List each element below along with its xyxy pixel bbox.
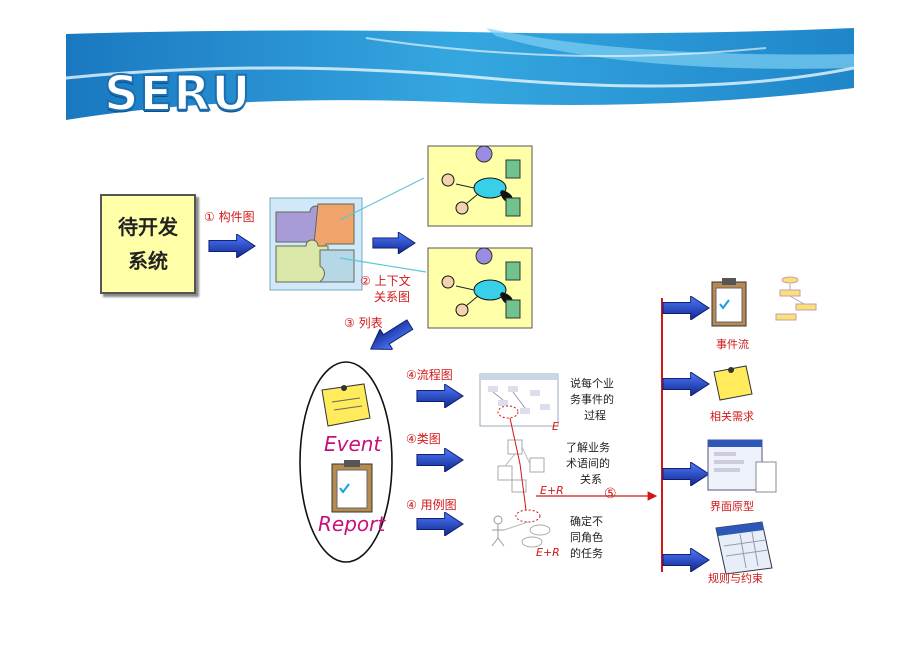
output-event-flow: 事件流 — [716, 338, 749, 351]
blue-arrow-icon — [208, 234, 256, 258]
system-box-line2: 系统 — [128, 249, 168, 273]
usecase-description: 确定不 同角色 的任务 — [570, 515, 603, 560]
output-ui-proto: 界面原型 — [710, 500, 754, 513]
seru-logo: SERU — [103, 65, 252, 123]
output-rules: 规则与约束 — [708, 572, 763, 585]
tag-e: E — [552, 420, 559, 433]
step5-label: ⑤ — [604, 486, 617, 502]
flow-description: 说每个业 务事件的 过程 — [570, 377, 614, 422]
sticky-note-icon — [713, 365, 753, 401]
step4c-label: ④ 用例图 — [406, 498, 457, 512]
clipboard-icon — [711, 278, 747, 327]
tag-er-2: E+R — [536, 546, 560, 559]
tag-er-1: E+R — [540, 484, 564, 497]
blue-arrow-icon — [662, 548, 710, 572]
blue-arrow-icon — [372, 232, 416, 254]
context-diagram-icon — [427, 247, 533, 329]
class-description: 了解业务 术语间的 关系 — [566, 441, 610, 486]
calendar-icon — [715, 521, 773, 575]
blue-arrow-icon — [416, 512, 464, 536]
step4a-label: ④流程图 — [406, 368, 453, 382]
blue-arrow-icon — [416, 448, 464, 472]
output-related-req: 相关需求 — [710, 410, 754, 423]
step2-label-line1: ② 上下文 — [360, 274, 411, 288]
context-diagram-icon — [427, 145, 533, 227]
blue-arrow-icon — [416, 384, 464, 408]
event-label: Event — [324, 432, 382, 456]
system-box-line1: 待开发 — [118, 215, 178, 239]
usecase-diagram-icon — [491, 509, 551, 548]
window-icon — [707, 439, 777, 493]
header-banner — [66, 28, 854, 120]
system-to-develop-box: 待开发 系统 — [100, 194, 196, 294]
sticky-note-icon — [321, 383, 371, 427]
blue-arrow-icon — [662, 462, 710, 486]
clipboard-icon — [331, 460, 373, 513]
puzzle-icon — [269, 197, 363, 291]
class-diagram-icon — [497, 439, 545, 493]
report-label: Report — [318, 512, 386, 536]
blue-arrow-icon — [662, 372, 710, 396]
blue-arrow-icon — [662, 296, 710, 320]
step4b-label: ④类图 — [406, 432, 441, 446]
flowchart-icon — [479, 373, 559, 427]
step3-label: ③ 列表 — [344, 316, 383, 330]
step1-label: ① 构件图 — [204, 210, 255, 224]
step2-label-line2: 关系图 — [374, 290, 411, 304]
flowchart-icon — [764, 272, 822, 328]
